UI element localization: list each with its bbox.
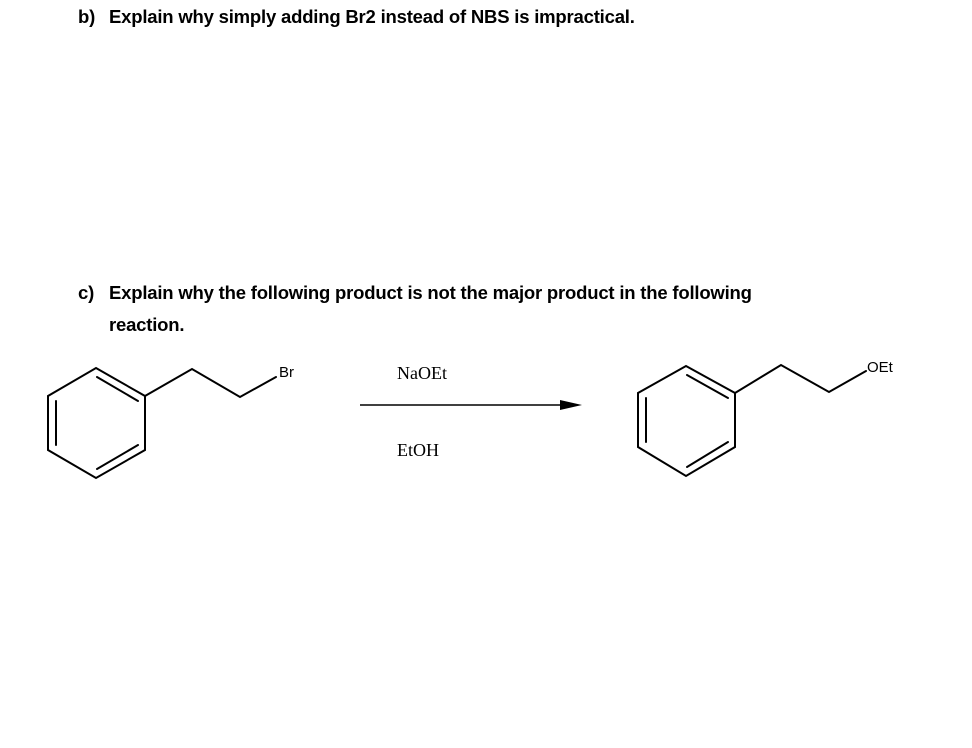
question-c-label: c): [78, 282, 95, 303]
question-b-label: b): [78, 6, 96, 27]
product-chain: [734, 363, 867, 394]
product-double-bond: [686, 374, 729, 399]
reaction-arrow-head-icon: [560, 400, 582, 410]
question-b-text: Explain why simply adding Br2 instead of…: [109, 6, 635, 27]
reactant-double-bond: [96, 444, 139, 470]
reagent-above: NaOEt: [397, 363, 447, 383]
product-structure: [637, 363, 867, 478]
reactant-structure: [47, 366, 277, 480]
product-benzene-ring: [637, 364, 736, 478]
reactant-chain: [144, 367, 277, 399]
reactant-br-label: Br: [279, 364, 294, 381]
question-c-text-line2: reaction.: [109, 314, 185, 335]
product-double-bond: [686, 441, 729, 468]
question-c-text-line1: Explain why the following product is not…: [109, 282, 752, 303]
reactant-double-bond: [96, 376, 139, 402]
product-oet-label: OEt: [867, 359, 894, 376]
reagent-below: EtOH: [397, 440, 439, 460]
reactant-benzene-ring: [47, 366, 146, 480]
